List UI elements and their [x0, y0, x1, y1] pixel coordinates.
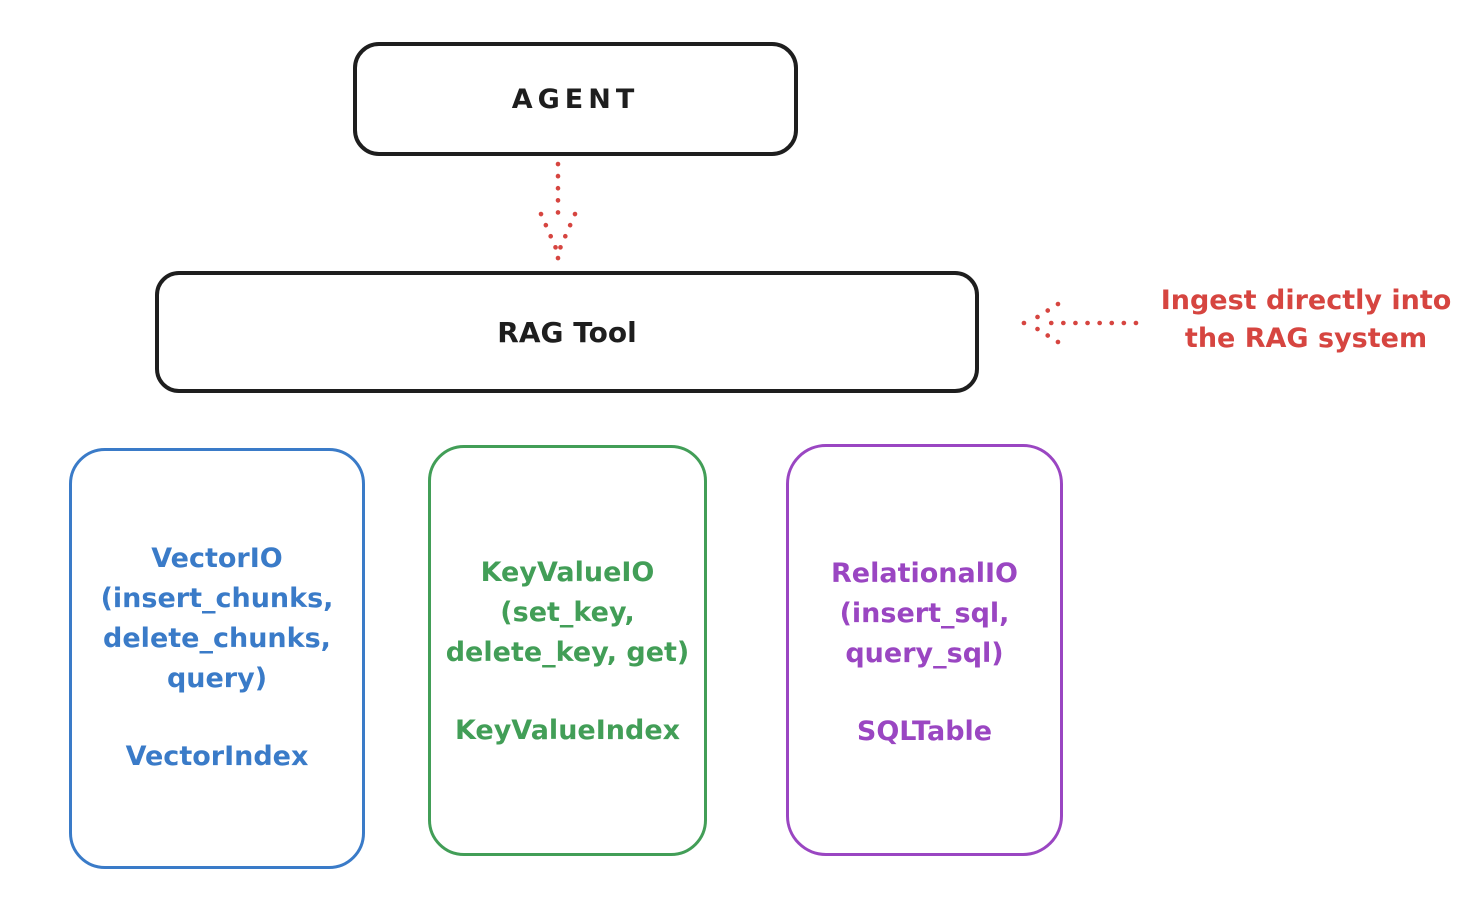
vector-io-line: query): [166, 663, 268, 694]
keyvalue-io-line: delete_key, get): [445, 637, 690, 668]
rag-tool-node-label: RAG Tool: [497, 315, 637, 349]
vector-io-line: delete_chunks,: [103, 623, 331, 654]
relational-io-title: RelationalIO: [831, 558, 1018, 589]
agent-node: AGENT: [353, 42, 798, 156]
dotted-arrow-left-icon: [1021, 301, 1139, 345]
ingest-annotation: Ingest directly into the RAG system: [1138, 282, 1474, 358]
rag-tool-node: RAG Tool: [155, 271, 979, 393]
ingest-annotation-line2: the RAG system: [1184, 323, 1428, 354]
relational-io-index-label: SQLTable: [856, 716, 993, 747]
dotted-arrow-down-icon: [538, 161, 578, 261]
relational-io-node: RelationalIO (insert_sql, query_sql) SQL…: [786, 444, 1063, 856]
keyvalue-io-index-label: KeyValueIndex: [454, 715, 681, 746]
keyvalue-io-title: KeyValueIO: [480, 557, 655, 588]
vector-io-node: VectorIO (insert_chunks, delete_chunks, …: [69, 448, 365, 869]
vector-io-line: (insert_chunks,: [100, 583, 334, 614]
relational-io-line: query_sql): [845, 638, 1004, 669]
keyvalue-io-line: (set_key,: [500, 597, 635, 628]
keyvalue-io-node: KeyValueIO (set_key, delete_key, get) Ke…: [428, 445, 707, 856]
vector-io-title: VectorIO: [151, 543, 283, 574]
agent-node-label: AGENT: [511, 83, 640, 115]
vector-io-index-label: VectorIndex: [125, 741, 309, 772]
ingest-annotation-line1: Ingest directly into: [1160, 285, 1452, 316]
relational-io-line: (insert_sql,: [839, 598, 1010, 629]
